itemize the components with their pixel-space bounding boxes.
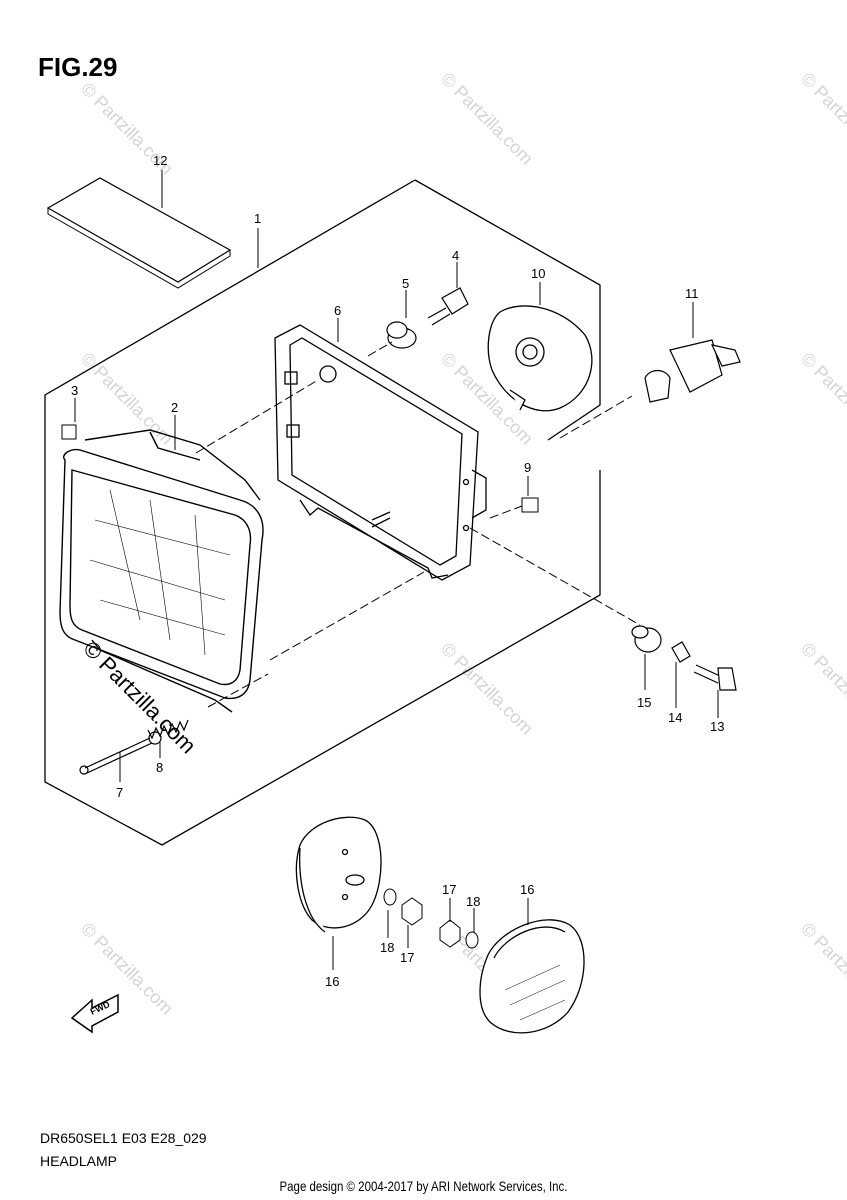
watermark-prominent: © Partzilla.com (78, 636, 201, 759)
callout-16: 16 (325, 974, 339, 989)
callout-11: 11 (685, 286, 699, 301)
lens-pattern (89, 489, 231, 656)
watermark: © Partzilla.com (437, 69, 537, 169)
callout-3: 3 (71, 383, 78, 398)
figure-title: FIG.29 (38, 52, 118, 82)
nut-clip (61, 424, 77, 440)
callout-14: 14 (668, 710, 682, 725)
mounting-screw (427, 287, 469, 326)
watermark-layer: © Partzilla.com © Partzilla.com © Partzi… (77, 69, 847, 1019)
callout-5: 5 (402, 276, 409, 291)
adjusting-screw (79, 737, 153, 775)
callout-2: 2 (171, 400, 178, 415)
callout-17: 17 (442, 882, 456, 897)
watermark: © Partzilla.com (797, 639, 847, 739)
callout-8: 8 (156, 760, 163, 775)
callout-13: 13 (710, 719, 724, 734)
fwd-arrow-icon: FWD (70, 993, 119, 1034)
copyright-notice: Page design © 2004-2017 by ARI Network S… (279, 1178, 568, 1194)
callout-4: 4 (452, 248, 459, 263)
washer (465, 931, 479, 949)
washer (383, 888, 397, 906)
visor-texture (504, 964, 566, 1021)
watermark: © Partzilla.com (797, 919, 847, 1019)
callout-9: 9 (524, 460, 531, 475)
callout-6: 6 (334, 303, 341, 318)
rubber-cushion (631, 625, 662, 653)
socket-cover (487, 305, 593, 412)
watermark: © Partzilla.com (797, 69, 847, 169)
callout-12: 12 (153, 153, 167, 168)
spacer-collar (671, 641, 691, 663)
projection-lines (195, 341, 641, 708)
headlamp-visor-rear (295, 816, 382, 933)
callout-18: 18 (466, 894, 480, 909)
headlamp-housing (274, 324, 487, 581)
callout-15: 15 (637, 695, 651, 710)
callout-16: 16 (520, 882, 534, 897)
callout-18: 18 (380, 940, 394, 955)
headlamp-lens-unit (59, 429, 264, 713)
callout-1: 1 (254, 211, 261, 226)
callout-10: 10 (531, 266, 545, 281)
callout-17: 17 (400, 950, 414, 965)
section-name: HEADLAMP (40, 1153, 118, 1169)
callout-7: 7 (116, 785, 123, 800)
clip-nut (521, 497, 539, 513)
hex-nut (401, 897, 423, 926)
rubber-grommet (386, 321, 417, 349)
callout-labels: 12 1 4 10 5 11 6 3 2 9 15 14 13 8 7 17 1… (71, 153, 724, 989)
label-sheet-edge (47, 208, 231, 289)
assembly-boundary (44, 179, 601, 846)
watermark: © Partzilla.com (437, 639, 537, 739)
model-code: DR650SEL1 E03 E28_029 (40, 1130, 207, 1146)
assembly-boundary (414, 179, 601, 441)
headlamp-visor-front (479, 919, 585, 1034)
mounting-bolt (693, 664, 737, 691)
adjusting-spring (147, 719, 189, 745)
headlamp-bulb (644, 339, 741, 403)
watermark: © Partzilla.com (797, 349, 847, 449)
